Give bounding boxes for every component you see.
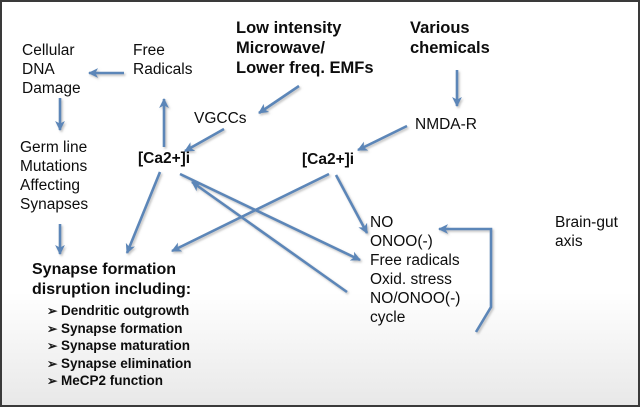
- node-calcium-right: [Ca2+]i: [302, 151, 355, 168]
- list-item-label: Dendritic outgrowth: [61, 303, 190, 318]
- list-item: ➢MeCP2 function: [47, 372, 192, 390]
- node-germ-line-mutations: Germ line Mutations Affecting Synapses: [20, 139, 89, 213]
- edge-calcium-left-to-no-onoo: [179, 172, 361, 262]
- node-calcium-left: [Ca2+]i: [138, 150, 191, 167]
- node-low-intensity-emf: Low intensity Microwave/ Lower freq. EMF…: [236, 19, 374, 78]
- node-various-chemicals: Various chemicals: [410, 19, 490, 58]
- edge-no-onoo-to-calcium-left: [191, 180, 348, 294]
- edge-nmda-to-calcium-right: [357, 124, 408, 152]
- edge-calcium-right-to-synapse: [171, 172, 330, 253]
- list-item-label: MeCP2 function: [61, 373, 164, 389]
- list-item: ➢Dendritic outgrowth: [47, 302, 192, 320]
- node-cellular-dna-damage: Cellular DNA Damage: [22, 42, 81, 97]
- node-brain-gut-axis: Brain-gut axis: [555, 214, 618, 250]
- node-no-onoo-cycle: NO ONOO(-) Free radicals Oxid. stress NO…: [370, 214, 461, 326]
- list-item: ➢Synapse maturation: [47, 337, 192, 355]
- list-item: ➢Synapse elimination: [47, 355, 192, 373]
- bullet-arrow-icon: ➢: [47, 356, 58, 371]
- synapse-disruption-list: ➢Dendritic outgrowth ➢Synapse formation …: [47, 302, 192, 390]
- list-item-label: Synapse maturation: [61, 338, 191, 354]
- bullet-arrow-icon: ➢: [47, 339, 58, 354]
- node-nmda-r: NMDA-R: [415, 116, 477, 133]
- list-item: ➢Synapse formation: [47, 320, 192, 338]
- bullet-arrow-icon: ➢: [47, 304, 58, 318]
- node-free-radicals: Free Radicals: [133, 42, 193, 78]
- edge-emf-to-vgccs: [258, 84, 300, 115]
- edge-calcium-right-to-no-onoo: [334, 174, 369, 234]
- list-item-label: Synapse elimination: [61, 355, 192, 371]
- node-vgccs: VGCCs: [194, 110, 247, 127]
- edge-vgccs-to-calcium-left: [184, 127, 225, 153]
- list-item-label: Synapse formation: [61, 320, 183, 336]
- bullet-arrow-icon: ➢: [47, 321, 58, 336]
- node-synapse-heading: Synapse formation disruption including:: [32, 261, 192, 298]
- bullet-arrow-icon: ➢: [47, 374, 58, 389]
- edge-calcium-left-to-synapse: [125, 171, 162, 254]
